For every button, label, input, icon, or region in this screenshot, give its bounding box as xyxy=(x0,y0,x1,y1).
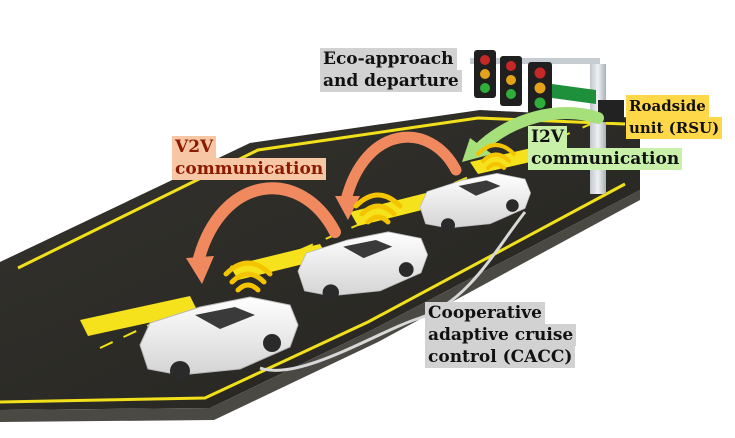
traffic-light-icon xyxy=(500,56,522,106)
v2v-arrow xyxy=(186,182,341,284)
cacc-pad xyxy=(80,296,198,336)
cacc-link-line xyxy=(259,211,527,372)
eco-approach-label: Eco-approach and departure xyxy=(320,48,462,92)
i2v-arrow xyxy=(462,107,604,162)
signal-wave-icon xyxy=(223,260,273,293)
signal-wave-icon xyxy=(476,143,516,170)
cacc-pad xyxy=(230,244,328,280)
v2v-communication-label: V2V communication xyxy=(172,136,327,180)
signal-wave-icon xyxy=(353,192,403,225)
rsu-box-icon xyxy=(598,100,624,122)
car-icon xyxy=(297,231,428,301)
traffic-light-icon xyxy=(474,50,496,98)
v2v-arrow xyxy=(335,131,462,220)
i2v-communication-label: I2V communication xyxy=(528,126,683,170)
car-icon xyxy=(419,173,531,233)
cacc-label: Cooperative adaptive cruise control (CAC… xyxy=(425,302,577,368)
roadside-unit-label: Roadside unit (RSU) xyxy=(626,95,723,139)
traffic-light-icon xyxy=(528,62,552,114)
street-sign-icon xyxy=(552,84,596,104)
car-icon xyxy=(139,296,299,381)
